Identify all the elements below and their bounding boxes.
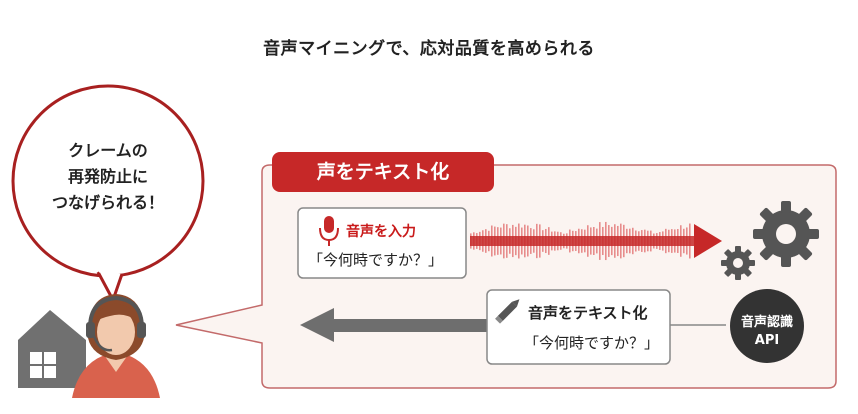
banner-label: 声をテキスト化 (316, 161, 450, 183)
gray-arrow (300, 308, 490, 342)
api-badge (730, 289, 804, 363)
input-label: 音声を入力 (346, 224, 416, 240)
speech-line-3: つなげられる！ (51, 193, 164, 212)
output-label: 音声をテキスト化 (528, 304, 648, 322)
api-line-2: API (754, 333, 780, 348)
output-quote: 「今何時ですか？」 (524, 334, 660, 352)
speech-bubble-text: クレームの 再発防止に つなげられる！ (28, 138, 188, 216)
house-icon (18, 310, 86, 388)
red-arrow (470, 224, 722, 258)
speech-line-2: 再発防止に (67, 167, 148, 186)
input-quote: 「今何時ですか？」 (308, 251, 444, 269)
api-badge-text: 音声認識 API (735, 314, 799, 350)
section-banner (272, 152, 494, 192)
speech-bubble (11, 84, 205, 302)
speech-line-1: クレームの (68, 141, 148, 160)
gear-icon (721, 201, 819, 280)
output-callout (486, 289, 671, 365)
microphone-icon (319, 216, 339, 246)
api-line-1: 音声認識 (740, 315, 793, 330)
operator-icon (72, 294, 160, 398)
input-callout (297, 207, 467, 279)
page-title: 音声マイニングで、応対品質を高められる (263, 39, 595, 59)
